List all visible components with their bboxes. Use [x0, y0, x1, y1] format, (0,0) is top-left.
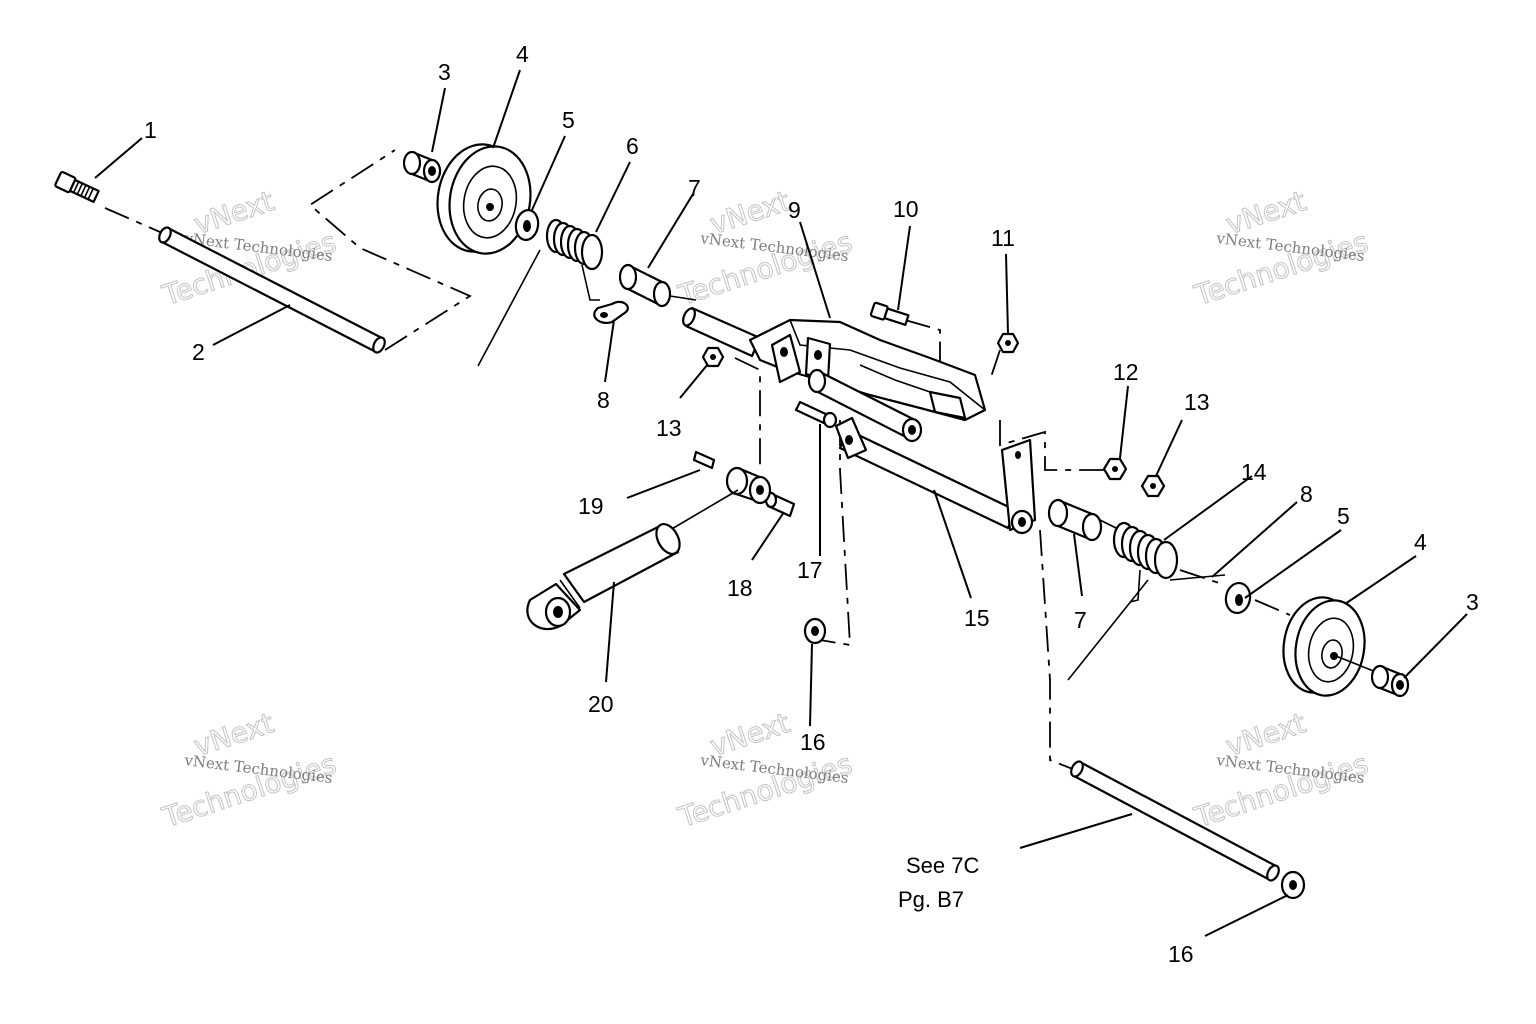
watermark-top-right: vNext Technologies vNext Technologies: [1189, 184, 1372, 313]
bracket-icon: [748, 318, 987, 443]
cross-tube: [834, 416, 1037, 535]
torsion-spring-icon: [1067, 521, 1226, 681]
bolt-icon: [869, 301, 910, 326]
clip-icon: [593, 300, 629, 324]
callout-7-lower: 7: [1074, 607, 1087, 633]
reference-line-2: Pg. B7: [898, 887, 964, 912]
wheel-icon: [1282, 596, 1377, 697]
nut-icon: [1140, 474, 1166, 498]
nut-icon: [701, 346, 725, 368]
washer-icon: [803, 617, 827, 645]
torsion-spring-icon: [477, 218, 604, 367]
callout-14: 14: [1241, 459, 1267, 485]
callout-16-bottom: 16: [1168, 941, 1194, 967]
callout-3: 3: [438, 59, 451, 85]
watermark-bottom-right: vNext Technologies vNext Technologies: [1189, 706, 1372, 835]
pivot-shaft: [682, 306, 762, 358]
callout-10: 10: [893, 196, 919, 222]
pin-icon: [794, 400, 838, 429]
reference-note: See 7C Pg. B7: [898, 853, 979, 912]
callout-18: 18: [727, 575, 753, 601]
callout-11: 11: [991, 225, 1015, 251]
shaft-icon: [158, 226, 386, 354]
nut-icon: [1102, 457, 1128, 481]
callout-2: 2: [192, 339, 205, 365]
watermark-bottom-center: vNext Technologies vNext Technologies: [673, 706, 856, 835]
pin-icon: [764, 491, 796, 518]
callout-15: 15: [964, 605, 990, 631]
callout-3-right: 3: [1466, 589, 1479, 615]
callout-7: 7: [688, 175, 701, 201]
pin-icon: [692, 450, 716, 470]
washer-icon: [514, 209, 540, 241]
shock-absorber-icon: [526, 466, 772, 631]
callout-5: 5: [562, 107, 575, 133]
callout-6: 6: [626, 133, 639, 159]
leader-lines: [94, 69, 1468, 937]
watermark-top-center: vNext Technologies vNext Technologies: [673, 184, 856, 313]
callout-1: 1: [144, 117, 157, 143]
callout-19: 19: [578, 493, 604, 519]
callout-13-left: 13: [656, 415, 682, 441]
washer-icon: [1280, 870, 1306, 900]
watermark-bottom-left: vNext Technologies vNext Technologies: [157, 706, 340, 835]
callout-8-right: 8: [1300, 481, 1313, 507]
wheel-icon: [436, 143, 532, 255]
bushing-icon: [1370, 664, 1410, 698]
reference-line-1: See 7C: [906, 853, 979, 878]
callout-17: 17: [797, 557, 823, 583]
callout-5-right: 5: [1337, 503, 1350, 529]
bolt-icon: [54, 171, 100, 203]
callout-9: 9: [788, 197, 801, 223]
shaft-icon: [1070, 760, 1280, 882]
callout-13-right: 13: [1184, 389, 1210, 415]
washer-icon: [1224, 581, 1252, 615]
bushing-icon: [402, 150, 442, 184]
callout-12: 12: [1113, 359, 1139, 385]
nut-icon: [996, 332, 1020, 354]
callout-20: 20: [588, 691, 614, 717]
sleeve-icon: [618, 263, 697, 308]
callout-labels: 1 2 3 4 5 6 7 8 9 10 11 13 12 13 14 8 5 …: [144, 41, 1479, 967]
callout-8: 8: [597, 387, 610, 413]
callout-4: 4: [516, 41, 529, 67]
callout-16-center: 16: [800, 729, 826, 755]
sleeve-icon: [1047, 498, 1103, 542]
callout-4-right: 4: [1414, 529, 1427, 555]
